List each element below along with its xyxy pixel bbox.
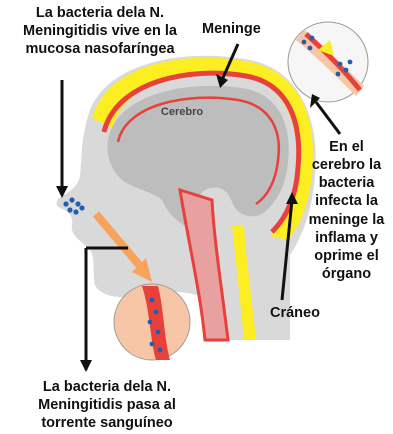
blood-zoom-circle: [114, 284, 190, 360]
label-torrente-sanguineo: La bacteria dela N. Meningitidis pasa al…: [2, 378, 212, 432]
label-craneo: Cráneo: [270, 304, 340, 322]
label-cerebro: Cerebro: [152, 106, 212, 118]
label-infecta-meninge: En el cerebro la bacteria infecta la men…: [300, 138, 393, 283]
meninge-zoom-circle: [288, 22, 368, 102]
label-bacteria-mucosa: La bacteria dela N. Meningitidis vive en…: [0, 4, 200, 58]
label-meninge: Meninge: [202, 20, 270, 38]
